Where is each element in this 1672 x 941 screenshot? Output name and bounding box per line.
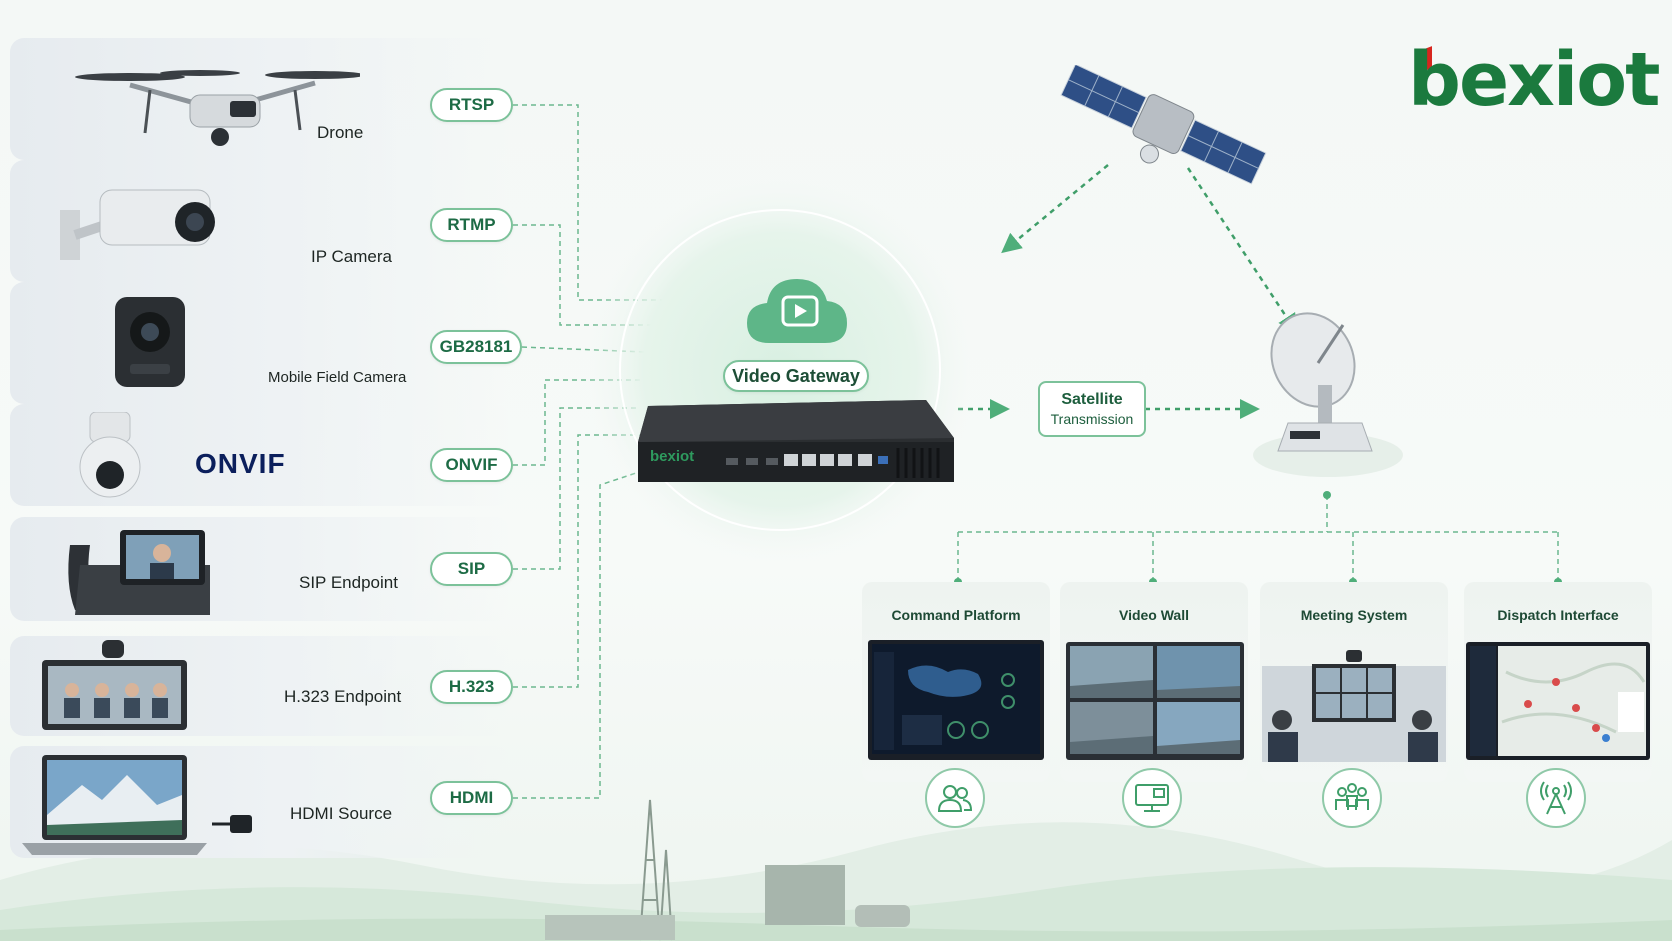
cloud-play-icon — [745, 275, 849, 347]
output-title-meeting-system: Meeting System — [1260, 607, 1448, 623]
meeting-system-screen — [1262, 650, 1446, 762]
dispatch-interface-screen — [1466, 642, 1650, 760]
meeting-icon — [1322, 768, 1382, 828]
satellite-dish-image — [1248, 305, 1408, 485]
people-icon — [925, 768, 985, 828]
satellite-image — [1058, 65, 1268, 185]
satellite-transmission-box: Satellite Transmission — [1038, 381, 1146, 437]
monitor-icon — [1122, 768, 1182, 828]
output-title-video-wall: Video Wall — [1060, 607, 1248, 623]
antenna-icon — [1526, 768, 1586, 828]
gateway-device — [636, 398, 956, 486]
satellite-transmission-line2: Transmission — [1040, 411, 1144, 427]
video-wall-screen — [1066, 642, 1244, 760]
command-platform-screen — [868, 640, 1044, 760]
output-title-command-platform: Command Platform — [862, 607, 1050, 623]
gateway-device-brand: bexiot — [650, 448, 694, 465]
output-title-dispatch-interface: Dispatch Interface — [1464, 607, 1652, 623]
video-gateway-label: Video Gateway — [723, 360, 869, 392]
satellite-transmission-line1: Satellite — [1040, 391, 1144, 409]
